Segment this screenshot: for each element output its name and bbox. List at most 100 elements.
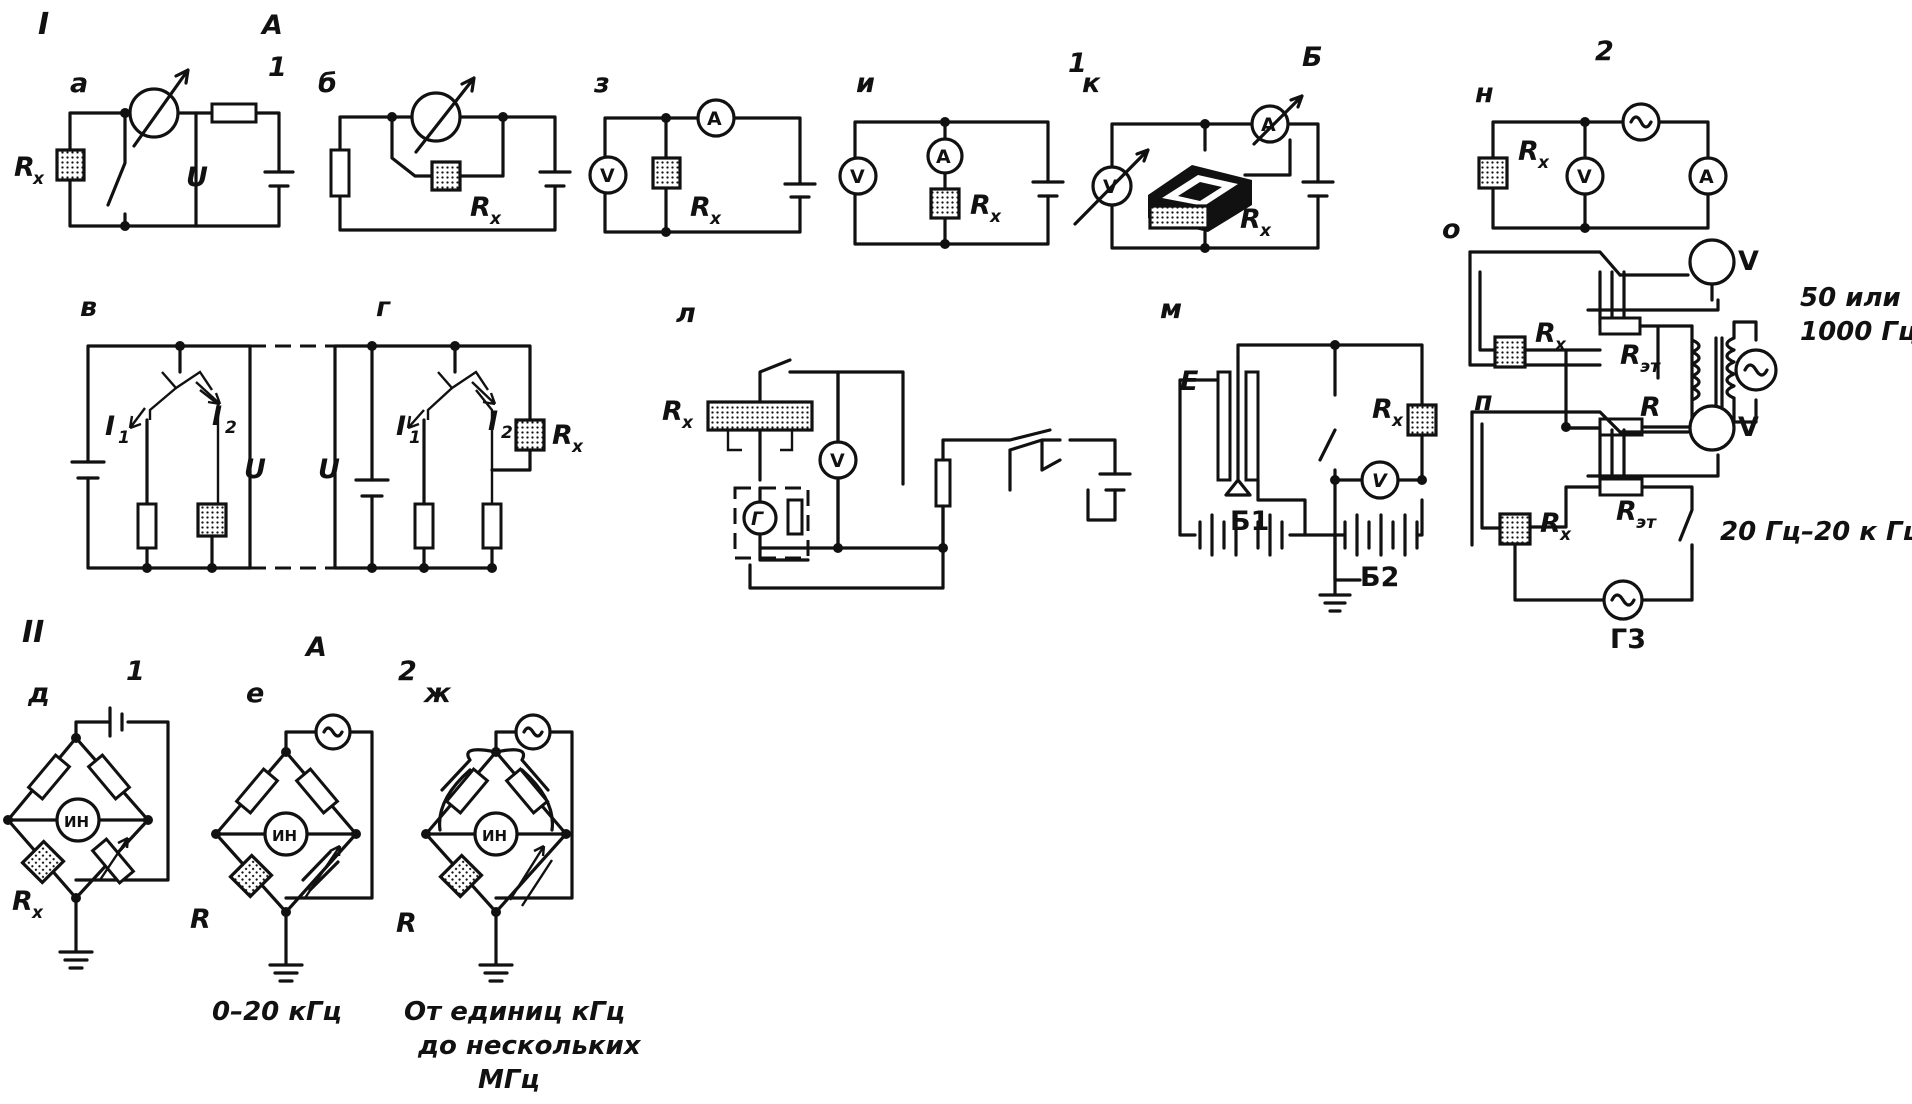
section-label-I: I bbox=[38, 7, 49, 42]
group-label-A-top: A bbox=[260, 10, 283, 41]
svg-text:R: R bbox=[1540, 508, 1561, 539]
rx-element bbox=[514, 418, 546, 452]
svg-text:R: R bbox=[690, 192, 711, 223]
svg-text:ИН: ИН bbox=[482, 827, 507, 845]
svg-text:I: I bbox=[212, 401, 222, 432]
svg-text:x: x bbox=[1554, 335, 1567, 355]
svg-text:A: A bbox=[707, 108, 722, 130]
freq-label-mhz: МГц bbox=[478, 1065, 540, 1095]
rx-element bbox=[430, 160, 462, 192]
svg-text:U: U bbox=[318, 454, 340, 485]
bridge-e: е ИН R 0–20 кГц bbox=[190, 678, 374, 1027]
svg-text:R: R bbox=[970, 190, 991, 221]
svg-text:1: 1 bbox=[409, 428, 421, 448]
svg-text:A: A bbox=[936, 146, 951, 168]
freq-label-20hz-20khz: 20 Гц–20 к Гц bbox=[1720, 517, 1912, 547]
svg-text:I: I bbox=[396, 411, 406, 442]
svg-text:R: R bbox=[1616, 496, 1637, 527]
svg-text:R: R bbox=[396, 908, 417, 939]
group-label-1-top: 1 bbox=[268, 52, 287, 83]
rx-element bbox=[929, 187, 961, 220]
circuit-letter-g: г bbox=[376, 292, 391, 323]
meter-icon bbox=[410, 91, 462, 143]
svg-text:V: V bbox=[1738, 412, 1759, 443]
svg-text:I: I bbox=[488, 406, 498, 437]
circuit-z: з V A R x bbox=[588, 68, 817, 237]
svg-text:R: R bbox=[1620, 340, 1641, 371]
svg-text:2: 2 bbox=[398, 656, 417, 687]
circuit-letter-o: о bbox=[1442, 214, 1461, 245]
freq-label-to-several: до нескольких bbox=[417, 1031, 642, 1061]
circuit-letter-d: д bbox=[27, 678, 50, 709]
svg-text:A: A bbox=[1261, 114, 1276, 136]
svg-text:R: R bbox=[1640, 392, 1661, 423]
circuit-letter-n: н bbox=[1475, 78, 1494, 109]
circuit-b: б R x bbox=[318, 68, 572, 232]
circuit-letter-z: з bbox=[593, 68, 610, 99]
svg-text:R: R bbox=[1535, 318, 1556, 349]
svg-text:R: R bbox=[470, 192, 491, 223]
rx-element bbox=[438, 853, 484, 899]
freq-label-from-units-khz: От единиц кГц bbox=[404, 997, 625, 1027]
svg-text:V: V bbox=[1372, 470, 1388, 492]
svg-text:x: x bbox=[681, 413, 694, 433]
svg-text:A: A bbox=[304, 632, 327, 663]
svg-text:x: x bbox=[709, 209, 722, 229]
bridge-d: д ИН R x bbox=[3, 678, 170, 970]
svg-text:R: R bbox=[662, 396, 683, 427]
rx-element bbox=[1498, 512, 1532, 546]
circuit-k: к A V R x bbox=[1073, 68, 1335, 253]
rx-element bbox=[228, 853, 274, 899]
rx-element bbox=[1148, 204, 1210, 230]
circuit-letter-a: а bbox=[70, 68, 88, 99]
rx-element bbox=[651, 156, 682, 190]
rx-element bbox=[55, 148, 86, 182]
rx-element bbox=[1493, 335, 1527, 369]
svg-text:1: 1 bbox=[118, 428, 130, 448]
svg-text:V: V bbox=[600, 165, 615, 187]
svg-text:V: V bbox=[1577, 166, 1592, 188]
svg-text:Б1: Б1 bbox=[1230, 506, 1269, 537]
svg-text:x: x bbox=[32, 169, 45, 189]
rx-element bbox=[20, 839, 66, 885]
svg-text:x: x bbox=[1259, 221, 1272, 241]
rx-element bbox=[196, 502, 228, 538]
svg-text:Г3: Г3 bbox=[1610, 624, 1646, 655]
circuit-i: и V A R x bbox=[838, 68, 1065, 249]
rx-element bbox=[1477, 156, 1509, 190]
circuit-p: п R V Г3 R x R эт 20 Гц–20 к Гц bbox=[1470, 386, 1912, 655]
circuit-letter-p: п bbox=[1474, 386, 1493, 417]
svg-text:R: R bbox=[1240, 204, 1261, 235]
voltage-label-U: U bbox=[186, 162, 208, 193]
circuit-letter-i: и bbox=[856, 68, 875, 99]
svg-text:R: R bbox=[12, 886, 33, 917]
circuit-m: м E V Б1 Б2 R x bbox=[1160, 294, 1438, 613]
circuit-l: л Г V R x bbox=[662, 298, 1132, 590]
circuit-letter-e: е bbox=[246, 678, 264, 709]
rx-element bbox=[1406, 403, 1438, 437]
circuit-a: а R x U bbox=[14, 68, 295, 231]
circuit-letter-l: л bbox=[676, 298, 696, 329]
svg-text:Б2: Б2 bbox=[1360, 562, 1399, 593]
circuit-v: в I 1 I 2 U bbox=[70, 292, 335, 573]
svg-text:2: 2 bbox=[225, 418, 237, 438]
svg-text:ИН: ИН bbox=[272, 827, 297, 845]
circuit-letter-k: к bbox=[1082, 68, 1101, 99]
svg-text:V: V bbox=[850, 166, 865, 188]
svg-text:V: V bbox=[1738, 246, 1759, 277]
svg-text:U: U bbox=[244, 454, 266, 485]
rx-element bbox=[706, 400, 814, 432]
svg-text:I: I bbox=[105, 411, 115, 442]
svg-text:x: x bbox=[489, 209, 502, 229]
svg-text:ИН: ИН bbox=[64, 813, 89, 831]
svg-text:A: A bbox=[1699, 166, 1714, 188]
circuit-letter-v: в bbox=[80, 292, 97, 323]
svg-text:R: R bbox=[552, 420, 573, 451]
svg-text:Г: Г bbox=[751, 508, 764, 530]
circuit-letter-m: м bbox=[1160, 294, 1182, 325]
svg-text:эт: эт bbox=[1640, 357, 1661, 377]
freq-label-50: 50 или bbox=[1800, 283, 1901, 313]
svg-text:эт: эт bbox=[1636, 513, 1657, 533]
group-label-B: Б bbox=[1302, 42, 1323, 73]
